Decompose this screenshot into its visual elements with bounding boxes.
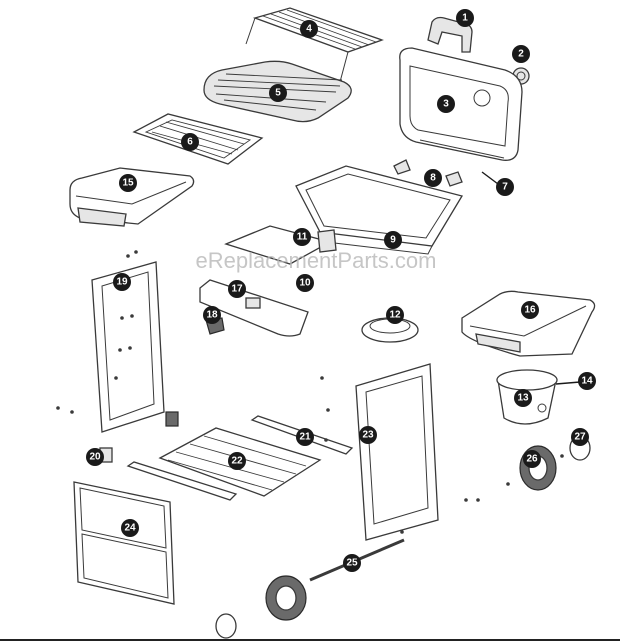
callout-24: 24 — [121, 519, 139, 537]
callout-label: 19 — [116, 277, 128, 288]
callout-label: 21 — [299, 432, 311, 443]
front-panel — [199, 279, 309, 337]
wheel-bottom — [265, 575, 307, 621]
right-frame — [355, 363, 439, 541]
callout-26: 26 — [523, 450, 541, 468]
callout-label: 4 — [306, 24, 312, 35]
callout-label: 13 — [517, 393, 529, 404]
callout-19: 19 — [113, 273, 131, 291]
front-door — [73, 481, 175, 605]
callout-15: 15 — [119, 174, 137, 192]
callout-label: 3 — [443, 99, 449, 110]
callout-16: 16 — [521, 301, 539, 319]
callout-1: 1 — [456, 9, 474, 27]
callout-label: 12 — [389, 310, 401, 321]
callout-2: 2 — [512, 45, 530, 63]
grill-lid — [399, 47, 523, 161]
callout-label: 24 — [124, 523, 136, 534]
callout-label: 16 — [524, 305, 536, 316]
callout-label: 5 — [275, 88, 281, 99]
callout-label: 11 — [297, 232, 308, 243]
callout-label: 18 — [206, 310, 218, 321]
callout-13: 13 — [514, 389, 532, 407]
callout-label: 17 — [231, 284, 243, 295]
callout-9: 9 — [384, 231, 402, 249]
callout-22: 22 — [228, 452, 246, 470]
warming-rack — [245, 7, 384, 83]
callout-17: 17 — [228, 280, 246, 298]
screws — [56, 250, 564, 534]
callout-20: 20 — [86, 448, 104, 466]
callout-11: 11 — [293, 228, 311, 246]
callout-14: 14 — [578, 372, 596, 390]
watermark: eReplacementParts.com — [196, 248, 437, 273]
callout-21: 21 — [296, 428, 314, 446]
callout-label: 27 — [574, 432, 586, 443]
callout-10: 10 — [296, 274, 314, 292]
callout-label: 10 — [299, 278, 311, 289]
callout-label: 8 — [430, 173, 436, 184]
callout-4: 4 — [300, 20, 318, 38]
callout-5: 5 — [269, 84, 287, 102]
callout-label: 9 — [390, 235, 396, 246]
right-side-shelf — [461, 290, 596, 357]
callout-label: 25 — [346, 558, 358, 569]
callout-label: 15 — [122, 178, 134, 189]
callout-label: 26 — [526, 454, 538, 465]
callout-label: 22 — [231, 456, 243, 467]
callout-label: 14 — [581, 376, 593, 387]
leader-lines — [481, 171, 581, 385]
callout-18: 18 — [203, 306, 221, 324]
callout-7: 7 — [496, 178, 514, 196]
callout-label: 7 — [502, 182, 508, 193]
callout-label: 23 — [362, 430, 374, 441]
hinge-bracket — [393, 159, 463, 187]
callout-label: 20 — [89, 452, 101, 463]
callout-8: 8 — [424, 169, 442, 187]
callout-label: 2 — [518, 49, 524, 60]
left-side-shelf — [69, 167, 195, 227]
callout-label: 6 — [187, 137, 193, 148]
callout-3: 3 — [437, 95, 455, 113]
callout-25: 25 — [343, 554, 361, 572]
left-frame — [91, 261, 165, 433]
callout-label: 1 — [462, 13, 468, 24]
callout-23: 23 — [359, 426, 377, 444]
callout-6: 6 — [181, 133, 199, 151]
callout-12: 12 — [386, 306, 404, 324]
callout-27: 27 — [571, 428, 589, 446]
